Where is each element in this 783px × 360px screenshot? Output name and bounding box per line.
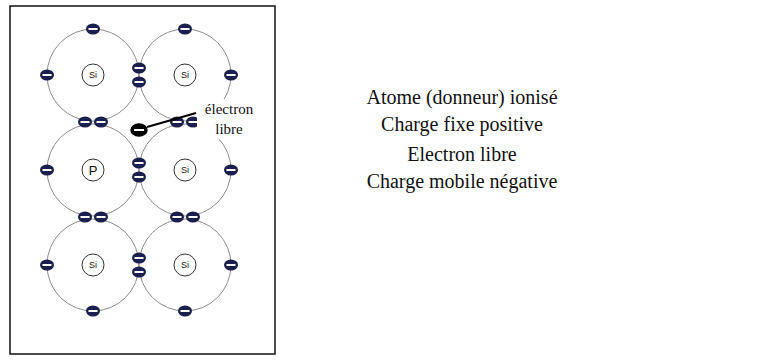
annotation-text: Charge fixe positive [381,111,543,137]
annotation-text: Atome (donneur) ionisé [366,84,557,110]
element-symbol: Si [81,260,105,271]
annotation-text: Charge mobile négative [367,168,558,194]
frame [10,6,275,354]
element-symbol: Si [173,260,197,271]
leader-line [147,113,196,127]
atom-nucleus: P [81,158,105,182]
free-electron [131,124,147,136]
element-symbol: Si [81,70,105,81]
atom-nucleus: Si [81,63,105,87]
atom-nucleus: Si [173,253,197,277]
orbit-circles [47,29,231,311]
element-symbol: P [81,163,105,178]
callout-label: électron libre [197,99,261,139]
element-symbol: Si [173,70,197,81]
annotation-text: Electron libre [407,141,516,167]
atom-nucleus: Si [173,158,197,182]
atom-nucleus: Si [81,253,105,277]
element-symbol: Si [173,165,197,176]
valence-electrons [40,24,238,317]
atom-nucleus: Si [173,63,197,87]
